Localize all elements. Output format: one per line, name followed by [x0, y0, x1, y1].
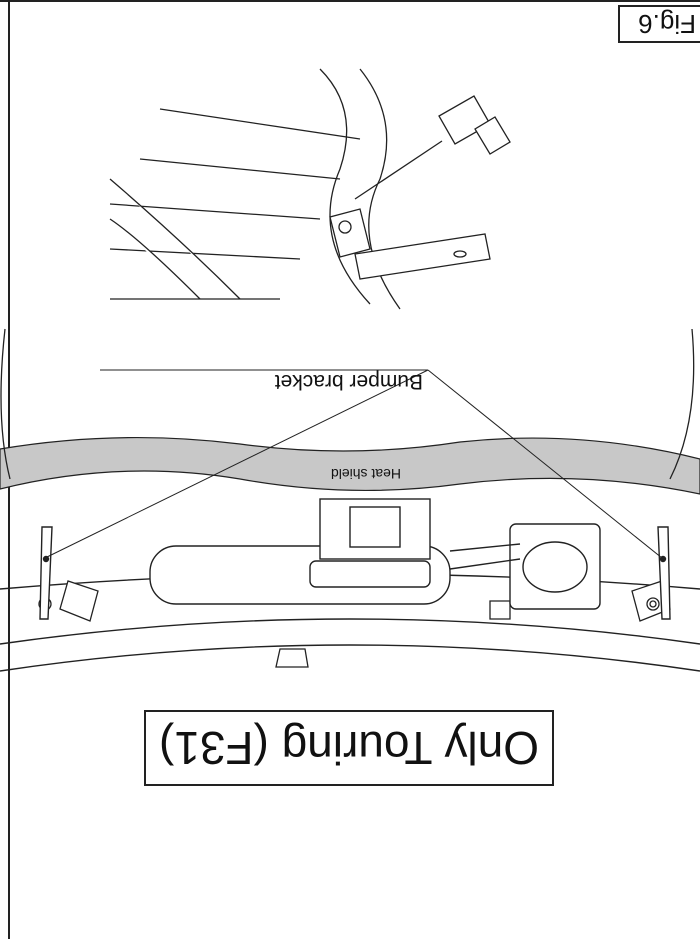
heat-shield-label: Heat shield [330, 466, 401, 482]
bumper-bracket-label: Bumper bracket [274, 370, 423, 393]
title-box: Only Touring (F31) [144, 710, 554, 786]
mounting-tabs [38, 580, 671, 668]
figure-label: Fig.6 [618, 5, 700, 43]
bumper-bracket-leaders [44, 369, 663, 559]
bumper-brackets [39, 526, 671, 620]
body-curve [0, 328, 695, 480]
exhaust-assembly [149, 498, 601, 610]
heat-shield [0, 436, 700, 495]
detail-view [109, 68, 511, 320]
